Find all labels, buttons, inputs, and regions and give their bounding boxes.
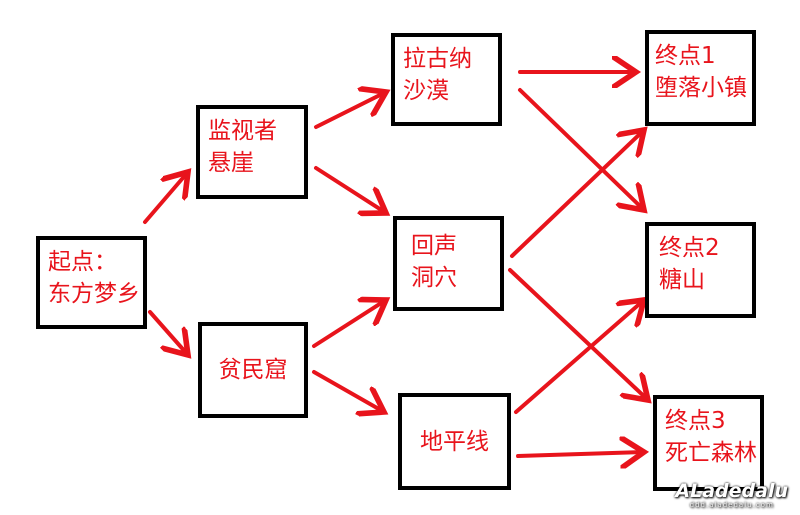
watermark: ALadedalu ddd.aladedalu.com	[675, 481, 788, 509]
arrow-start-to-watcher	[143, 172, 188, 224]
node-end2-line2: 糖山	[659, 267, 705, 293]
arrow-start-to-slum	[148, 310, 188, 355]
node-end1-line2: 堕落小镇	[655, 75, 747, 101]
node-watcher-line2: 悬崖	[208, 150, 254, 176]
node-slum: 贫民窟	[198, 322, 308, 418]
watermark-brand: ALadedalu	[675, 480, 788, 502]
arrow-watcher-to-cave	[314, 166, 386, 213]
node-laguna-desert: 拉古纳 沙漠	[391, 33, 502, 126]
node-end2-candy-mountain: 终点2 糖山	[645, 222, 756, 318]
node-end3-death-forest: 终点3 死亡森林	[653, 395, 764, 491]
node-end3-line2: 死亡森林	[665, 440, 757, 466]
node-end1-fallen-town: 终点1 堕落小镇	[645, 30, 756, 126]
node-horizon-label: 地平线	[420, 428, 489, 455]
node-desert-line2: 沙漠	[403, 78, 449, 104]
arrow-cave-to-end3	[508, 268, 648, 400]
arrow-watcher-to-desert	[314, 92, 386, 129]
node-end1-line1: 终点1	[655, 43, 716, 69]
arrow-desert-to-end2	[518, 88, 644, 210]
node-desert-line1: 拉古纳	[403, 46, 472, 72]
arrow-horizon-to-end2	[514, 300, 644, 414]
arrow-cave-to-end1	[510, 130, 644, 258]
node-cave-line2: 洞穴	[411, 265, 457, 291]
node-end2-line1: 终点2	[659, 235, 720, 261]
arrow-slum-to-cave	[312, 300, 386, 348]
node-end3-line1: 终点3	[665, 408, 726, 434]
arrow-horizon-to-end3	[516, 452, 644, 456]
arrow-slum-to-horizon	[312, 370, 384, 412]
node-watcher-cliff: 监视者 悬崖	[196, 105, 308, 199]
node-watcher-line1: 监视者	[208, 118, 277, 144]
node-start-line2: 东方梦乡	[48, 281, 140, 307]
node-start: 起点： 东方梦乡	[36, 236, 147, 329]
node-horizon: 地平线	[398, 393, 511, 490]
node-cave-line1: 回声	[411, 233, 457, 259]
node-slum-label: 贫民窟	[218, 357, 288, 383]
node-echo-cave: 回声 洞穴	[393, 216, 504, 311]
node-start-line1: 起点：	[48, 249, 117, 275]
watermark-url: ddd.aladedalu.com	[689, 501, 774, 509]
